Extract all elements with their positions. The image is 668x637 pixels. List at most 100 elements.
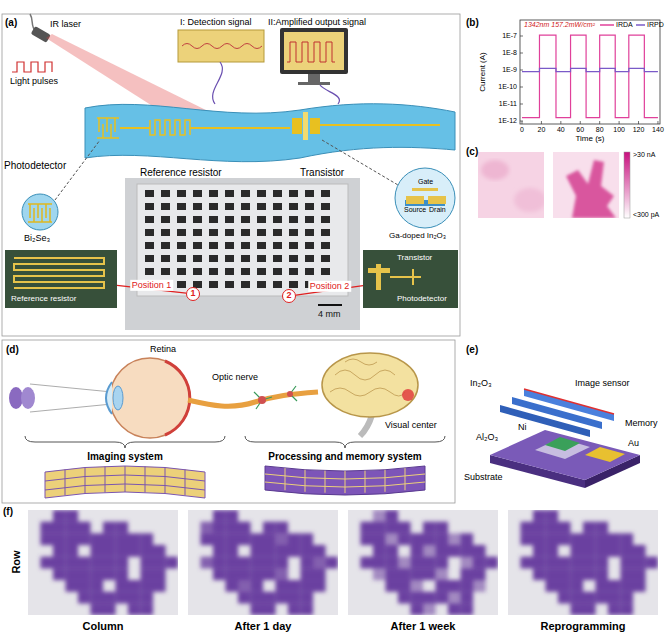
terminal-label: Drain [429, 206, 446, 214]
pattern-cell [213, 510, 226, 522]
pattern-cell [66, 510, 79, 522]
pattern-cell [571, 580, 584, 592]
pixel-square [225, 242, 234, 249]
pixel-square [177, 190, 186, 197]
pixel-square [209, 229, 218, 236]
sheet-grid [265, 468, 425, 493]
pattern-cell [251, 545, 264, 557]
inset-photo: Reference resistor [5, 250, 117, 308]
pattern-cell [423, 603, 436, 615]
pattern-cell [533, 568, 546, 580]
pattern-cell [571, 557, 584, 569]
pattern-cell [621, 557, 634, 569]
pattern-cell [313, 545, 326, 557]
pattern-cell [646, 557, 659, 569]
irpd-curve [522, 68, 658, 71]
pattern-cell [276, 522, 289, 534]
pixel-square [257, 203, 266, 210]
pixel-square [177, 242, 186, 249]
colorbar-label: <300 pA [633, 211, 659, 219]
callout-number: 1 [187, 288, 199, 299]
axis-title: Time (s) [575, 134, 604, 143]
axis-tick: 1E-12 [498, 117, 517, 125]
condition-label: 1342nm 157.2mW/cm² [524, 21, 595, 29]
pixel-square [273, 268, 282, 275]
pattern-cell [276, 533, 289, 545]
pattern-cell [276, 568, 289, 580]
pattern-cell [461, 603, 474, 615]
pattern-cell [53, 557, 66, 569]
axis-tick: 1E-10 [498, 83, 517, 91]
pixel-square [161, 242, 170, 249]
pattern-cell [288, 533, 301, 545]
pixel-square [257, 242, 266, 249]
pattern-map [521, 510, 659, 615]
pixel-square [145, 268, 154, 275]
pattern-cell [91, 580, 104, 592]
pattern-cell [141, 580, 154, 592]
scale-bar [318, 304, 342, 306]
pattern-cell [546, 557, 559, 569]
brain [322, 353, 418, 417]
pattern-cell [411, 580, 424, 592]
pixel-square [305, 242, 314, 249]
pattern-cell [596, 568, 609, 580]
memory-sheet [265, 466, 425, 495]
pixel-square [305, 216, 314, 223]
map-caption: After 1 day [235, 620, 292, 633]
pattern-cell [226, 580, 239, 592]
pattern-cell [251, 580, 264, 592]
pixel-square [241, 216, 250, 223]
pattern-cell [373, 522, 386, 534]
pattern-cell [423, 568, 436, 580]
pixel-square [241, 255, 250, 262]
pattern-cell [128, 603, 141, 615]
map-caption: Column [83, 620, 124, 633]
pattern-cell [153, 568, 166, 580]
lens [113, 386, 123, 410]
pattern-cell [53, 510, 66, 522]
pixel-square [305, 268, 314, 275]
pattern-cell [251, 568, 264, 580]
pixel-square [257, 190, 266, 197]
pattern-cell [596, 545, 609, 557]
pattern-cell [103, 592, 116, 604]
pattern-cell [583, 533, 596, 545]
pattern-cell [558, 568, 571, 580]
pixel-square [225, 229, 234, 236]
butterfly-wing [21, 387, 35, 409]
pattern-cell [373, 557, 386, 569]
axis-tick: 40 [557, 126, 565, 134]
pattern-cell [251, 533, 264, 545]
pattern-cell [78, 522, 91, 534]
pattern-cell [91, 592, 104, 604]
pattern-cell [398, 533, 411, 545]
terminal-label: Source [404, 206, 426, 214]
pattern-cell [103, 568, 116, 580]
pattern-cell [521, 522, 534, 534]
butterfly-wing [9, 387, 23, 409]
pattern-cell [301, 557, 314, 569]
pattern-cell [128, 580, 141, 592]
neuron [254, 386, 297, 409]
pixel-square [209, 255, 218, 262]
output-wave [287, 42, 335, 62]
retina [165, 361, 190, 435]
map-ground [508, 510, 658, 615]
part-label: Al₂O₃ [476, 432, 498, 442]
pattern-cell [238, 522, 251, 534]
axis-tick: 80 [596, 126, 604, 134]
map-blotches [481, 160, 544, 212]
pixel-square [177, 268, 186, 275]
part-label: In₂O₃ [470, 378, 492, 388]
pattern-cell [436, 580, 449, 592]
pattern-cell [141, 592, 154, 604]
pixel-square [241, 268, 250, 275]
rabbit-pattern [566, 160, 616, 218]
pixel-square [289, 242, 298, 249]
flexible-substrate [85, 104, 455, 162]
transistor-gate [303, 112, 308, 140]
pixel-square [273, 190, 282, 197]
pattern-cell [301, 603, 314, 615]
light-pulses [12, 62, 52, 72]
